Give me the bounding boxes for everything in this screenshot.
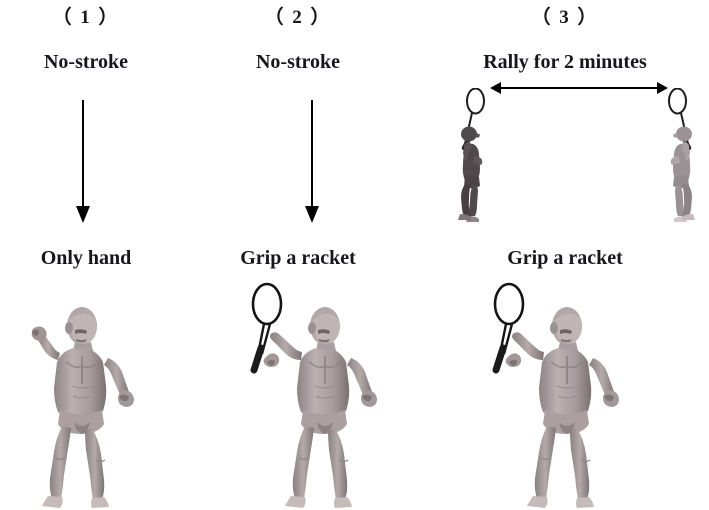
model-column-3 [487,282,647,510]
condition-label-3: Rally for 2 minutes [483,51,647,73]
down-arrow-column-2 [300,100,324,226]
rally-distance-arrow [490,80,668,96]
human-body-column-1 [31,307,134,508]
model-column-1 [18,298,178,510]
column-number-2: （ 2 ） [264,7,332,28]
human-body-column-2 [263,307,377,508]
tool-label-1: Only hand [40,247,132,269]
down-arrow-column-1 [71,100,95,226]
column-number-1: （ 1 ） [52,7,120,28]
tool-label-2: Grip a racket [240,247,356,269]
tool-label-3: Grip a racket [507,247,623,269]
model-column-2 [245,282,405,510]
racket-column-3 [492,282,525,374]
human-body-column-3 [505,307,619,508]
condition-label-1: No-stroke [43,51,129,73]
condition-label-2: No-stroke [255,51,341,73]
rally-player-left [447,88,503,224]
column-number-3: （ 3 ） [531,7,599,28]
racket-column-2 [250,282,283,374]
rally-player-right [650,88,706,224]
